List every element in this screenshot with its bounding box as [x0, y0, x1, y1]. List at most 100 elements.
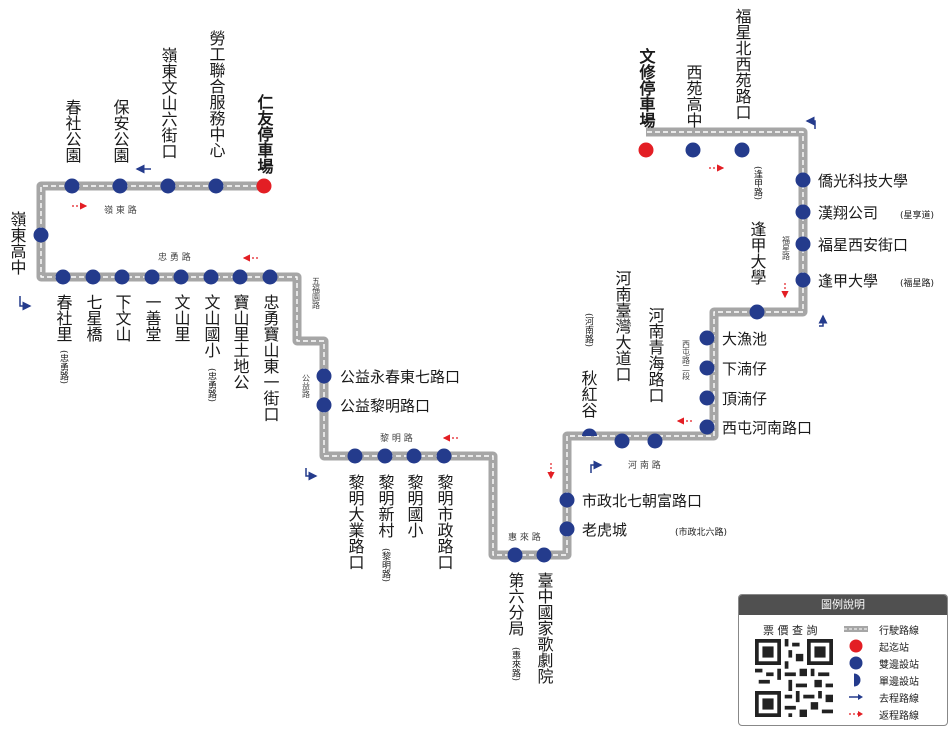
- stop-labels-top-right: 文修停車場 西苑高中 福星北西苑路口: [637, 8, 752, 129]
- stop-label: 公益永春東七路口: [340, 368, 460, 386]
- legend-title: 圖例說明: [739, 595, 947, 615]
- stop-note: (市政北六路): [675, 526, 727, 538]
- stop-label: 勞工聯合服務中心: [207, 30, 226, 158]
- road-fuxing: 福星路: [782, 236, 791, 260]
- stop-label: 西屯河南路口: [722, 419, 812, 437]
- stop-label: 春社里: [54, 294, 73, 342]
- stop-dot: [699, 419, 715, 435]
- stop-label: 僑光科技大學: [818, 172, 908, 190]
- stop-dot: [436, 448, 452, 464]
- stop-dot: [536, 547, 552, 563]
- stop-labels-huilai: 第六分局 (惠來路) 臺中國家歌劇院: [506, 572, 554, 685]
- outbound-arrow: [805, 116, 816, 129]
- stop-dot: [795, 204, 811, 220]
- stop-label: 一善堂: [143, 294, 162, 342]
- stop-dot: [112, 178, 128, 194]
- outbound-arrow-icon: [843, 693, 869, 701]
- outbound-arrow: [818, 314, 828, 327]
- stop-label: 河南青海路口: [646, 307, 665, 403]
- stop-dot: [559, 521, 575, 537]
- stop-labels-gongyi: 公益永春東七路口 公益黎明路口: [340, 368, 460, 415]
- legend-item-both-sides: 雙邊設站: [843, 655, 919, 671]
- legend-label: 單邊設站: [879, 676, 919, 688]
- stop-label: 黎明國小: [405, 474, 424, 539]
- stop-label: 臺中國家歌劇院: [535, 572, 554, 685]
- legend-panel: 圖例說明 票 價 查 詢 行駛路線 起迄站: [738, 594, 948, 726]
- stop-dot: [749, 304, 765, 320]
- legend-label: 起迄站: [879, 642, 909, 654]
- stop-labels-henan: (河南路) 秋紅谷 河南臺灣大道口 河南青海路口: [579, 270, 665, 418]
- fare-query-label: 票 價 查 詢: [763, 624, 818, 637]
- legend-item-return: 返程路線: [843, 706, 919, 722]
- stop-dot: [114, 269, 130, 285]
- stop-label: 漢翔公司: [818, 204, 878, 222]
- stop-labels-zhongyong: 春社里 (忠勇路) 七星橋 下文山 一善堂 文山里 文山國小 (忠勇路) 寶山里…: [54, 293, 280, 422]
- stop-label: 秋紅谷: [579, 370, 598, 418]
- stop-dot: [347, 448, 363, 464]
- legend-label: 雙邊設站: [879, 659, 919, 671]
- stop-note: (河南路): [583, 313, 594, 347]
- road-liming: 黎 明 路: [380, 432, 413, 444]
- stop-note: (惠來路): [510, 647, 521, 681]
- stop-label: 忠勇寶山東一街口: [261, 294, 280, 422]
- stop-dot: [377, 448, 393, 464]
- direction-arrows: [19, 116, 828, 481]
- stop-label: 下文山: [113, 294, 132, 342]
- stop-label: 黎明大業路口: [346, 474, 365, 570]
- stop-note: (忠勇路): [206, 368, 217, 402]
- stop-label: 西苑高中: [684, 64, 703, 128]
- stop-dot: [699, 330, 715, 346]
- stop-note: (星享道): [900, 209, 934, 221]
- legend-item-single-side: 單邊設站: [843, 672, 919, 688]
- stop-labels-shizheng: 市政北七朝富路口 老虎城 (市政北六路): [582, 492, 727, 539]
- stop-dot: [173, 269, 189, 285]
- terminus-icon: [843, 639, 869, 653]
- stop-labels-xitun: 大漁池 下湳仔 頂湳仔 西屯河南路口: [722, 330, 812, 437]
- stop-label: 福星西安街口: [818, 236, 908, 254]
- stop-dot: [203, 269, 219, 285]
- single-side-stop-icon: [843, 673, 869, 687]
- terminus-dot: [256, 178, 272, 194]
- qr-code[interactable]: [755, 639, 833, 717]
- stop-dot: [55, 269, 71, 285]
- stop-labels-fuxing: 僑光科技大學 漢翔公司 (星享道) 福星西安街口 逢甲大學 (福星路): [818, 172, 934, 290]
- road-lingdong: 嶺 東 路: [104, 204, 137, 216]
- stop-dot: [795, 172, 811, 188]
- legend-label: 去程路線: [879, 693, 919, 705]
- stop-dot: [208, 178, 224, 194]
- legend-item-terminus: 起迄站: [843, 638, 909, 654]
- stop-label: 保安公園: [111, 99, 130, 163]
- stop-dot: [795, 272, 811, 288]
- stop-label: 文山里: [172, 294, 191, 342]
- stop-label: 老虎城: [582, 521, 627, 539]
- stop-note: (忠勇路): [58, 350, 69, 384]
- road-labels: 嶺 東 路 忠 勇 路 五福園路 公益路 黎 明 路 惠 來 路 河 南 路 西…: [104, 204, 791, 543]
- stop-label: 春社公園: [63, 99, 82, 163]
- stop-dot: [795, 236, 811, 252]
- terminus-dot: [638, 142, 654, 158]
- stop-label: 公益黎明路口: [340, 397, 430, 415]
- both-side-stop-icon: [843, 656, 869, 670]
- stop-label: 黎明新村: [376, 474, 395, 538]
- stop-label: 下湳仔: [722, 360, 767, 378]
- stop-label: 逢甲大學: [748, 221, 767, 286]
- road-huilai: 惠 來 路: [508, 531, 541, 543]
- terminus-label: 仁友停車場: [255, 93, 274, 175]
- stop-note: (福星路): [900, 277, 934, 289]
- stop-label: 逢甲大學: [818, 272, 878, 290]
- legend-label: 行駛路線: [879, 625, 919, 637]
- stop-dot: [614, 433, 630, 449]
- stop-dot: [232, 269, 248, 285]
- stop-label: 河南臺灣大道口: [613, 270, 632, 382]
- stop-label: 嶺東高中: [8, 211, 27, 275]
- outbound-arrow: [590, 460, 603, 473]
- outbound-arrow: [305, 468, 318, 481]
- road-xitun: 西屯路二段: [682, 340, 691, 381]
- stop-dot: [316, 397, 332, 413]
- stop-dot: [699, 360, 715, 376]
- stop-label: 黎明市政路口: [435, 474, 454, 570]
- stop-dot: [647, 433, 663, 449]
- stop-label: 文山國小: [202, 294, 221, 359]
- stop-dot: [85, 269, 101, 285]
- stop-dot: [507, 547, 523, 563]
